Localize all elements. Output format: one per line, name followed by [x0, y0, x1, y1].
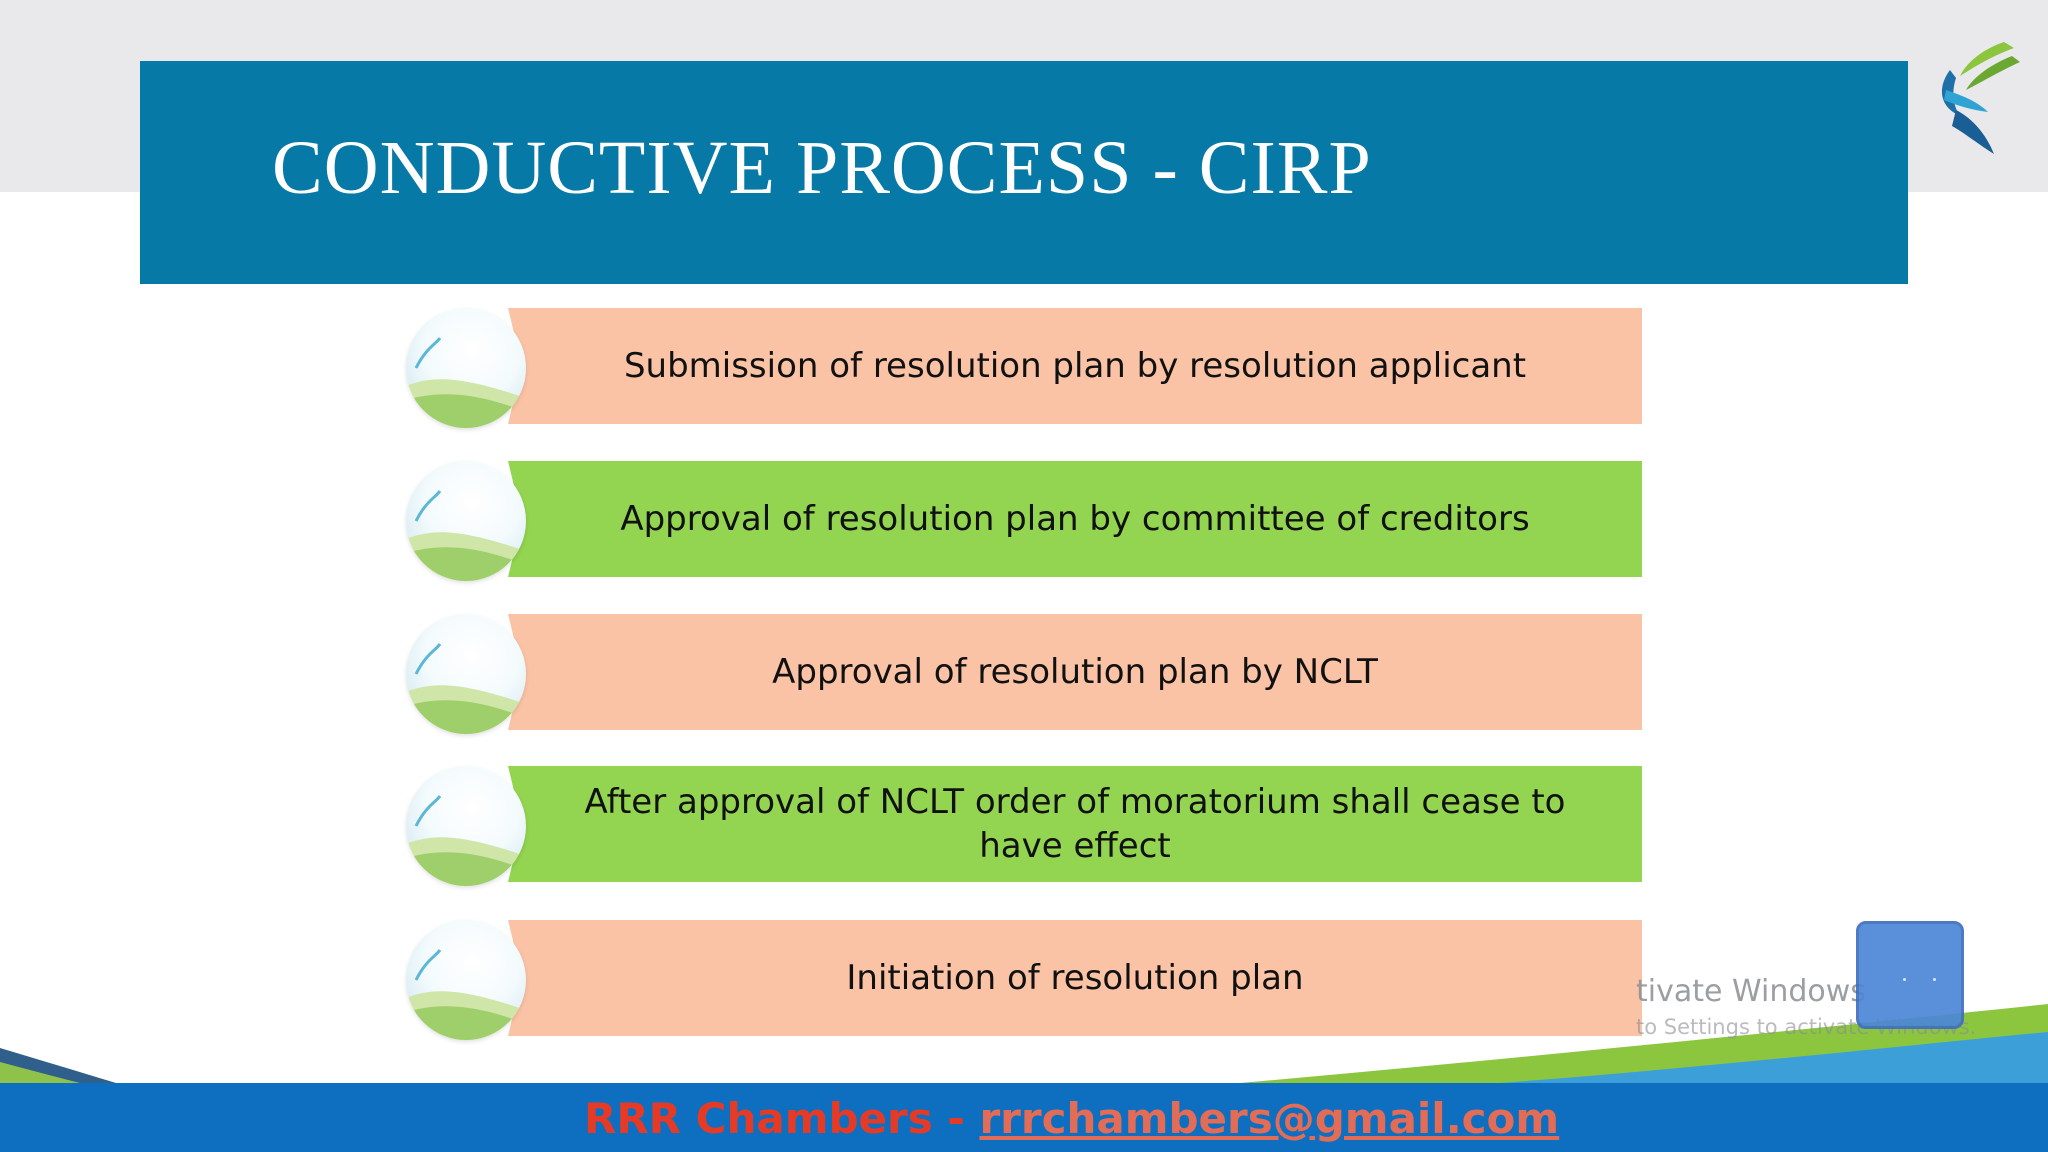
- overlay-dot: [1933, 978, 1936, 981]
- step-label: Approval of resolution plan by committee…: [620, 499, 1530, 539]
- landscape-circle-icon: [406, 920, 526, 1040]
- footer-bar: RRR Chambers - rrrchambers@gmail.com: [0, 1083, 2048, 1152]
- watermark-line-1: tivate Windows: [1636, 974, 1866, 1009]
- step-box: Approval of resolution plan by committee…: [508, 461, 1642, 577]
- step-label: Initiation of resolution plan: [846, 958, 1304, 998]
- step-2: Approval of resolution plan by committee…: [406, 461, 1642, 581]
- footer-contact: RRR Chambers - rrrchambers@gmail.com: [584, 1093, 1559, 1145]
- step-1: Submission of resolution plan by resolut…: [406, 308, 1642, 428]
- title-bar: CONDUCTIVE PROCESS - CIRP: [140, 61, 1908, 284]
- activation-watermark: tivate Windows to Settings to activate W…: [1636, 972, 1976, 1042]
- landscape-circle-icon: [406, 614, 526, 734]
- step-label: Submission of resolution plan by resolut…: [623, 346, 1527, 386]
- step-box: Initiation of resolution plan: [508, 920, 1642, 1036]
- step-box: Approval of resolution plan by NCLT: [508, 614, 1642, 730]
- landscape-circle-icon: [406, 461, 526, 581]
- step-label: After approval of NCLT order of moratori…: [584, 782, 1566, 866]
- bird-logo-icon: [1916, 30, 2026, 160]
- floating-overlay-button[interactable]: [1856, 921, 1964, 1029]
- footer-company-name: RRR Chambers: [584, 1094, 933, 1143]
- step-4: After approval of NCLT order of moratori…: [406, 766, 1642, 886]
- footer-email-link[interactable]: rrrchambers@gmail.com: [979, 1094, 1560, 1143]
- footer-separator: -: [932, 1094, 980, 1143]
- landscape-circle-icon: [406, 766, 526, 886]
- step-box: After approval of NCLT order of moratori…: [508, 766, 1642, 882]
- step-5: Initiation of resolution plan: [406, 920, 1642, 1040]
- step-label: Approval of resolution plan by NCLT: [772, 652, 1378, 692]
- step-box: Submission of resolution plan by resolut…: [508, 308, 1642, 424]
- slide-title: CONDUCTIVE PROCESS - CIRP: [272, 126, 1372, 210]
- overlay-dot: [1903, 978, 1906, 981]
- landscape-circle-icon: [406, 308, 526, 428]
- step-3: Approval of resolution plan by NCLT: [406, 614, 1642, 734]
